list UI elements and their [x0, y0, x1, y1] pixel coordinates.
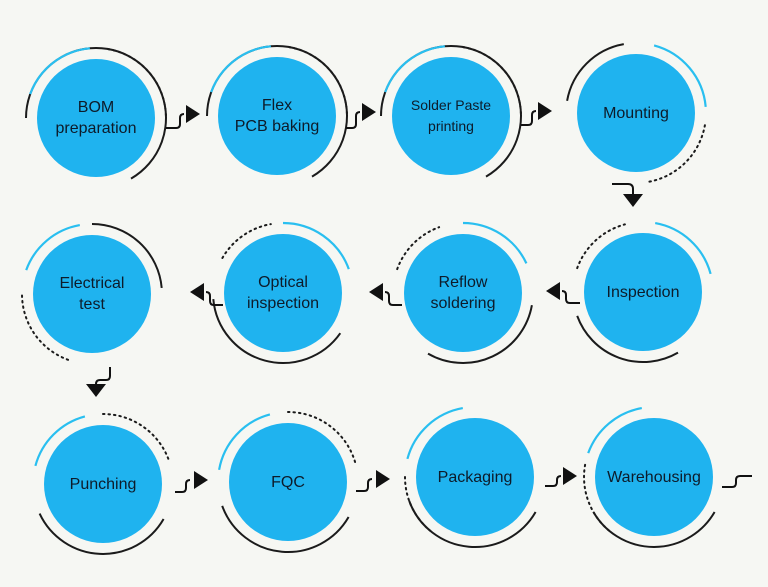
- outer-ring-dotted-arc: [404, 476, 431, 532]
- outer-ring-dotted-arc: [396, 226, 441, 271]
- step-label: Optical inspection: [246, 274, 320, 312]
- outer-ring-solid-arc: [221, 505, 350, 553]
- connector-line: [722, 475, 752, 488]
- outer-ring-dotted-arc: [576, 223, 626, 270]
- connector-line: [166, 113, 185, 129]
- arrow-left-icon: [369, 283, 383, 301]
- outer-ring-accent-arc: [25, 224, 80, 271]
- step-label: Electrical test: [59, 275, 125, 313]
- step-label: BOM preparation: [55, 99, 137, 137]
- outer-ring-solid-arc: [91, 223, 163, 288]
- outer-ring-solid-arc: [38, 513, 165, 555]
- arrow-left-icon: [546, 282, 560, 300]
- step-solder-paste-printing: Solder Paste printing: [392, 57, 510, 175]
- step-label: Solder Paste printing: [410, 97, 492, 134]
- step-inspection: Inspection: [584, 233, 702, 351]
- outer-ring-solid-arc: [576, 315, 679, 363]
- step-electrical-test: Electrical test: [33, 235, 151, 353]
- step-label: Mounting: [603, 104, 669, 122]
- connector-line: [95, 367, 111, 385]
- step-packaging: Packaging: [416, 418, 534, 536]
- arrow-right-icon: [376, 470, 390, 488]
- connector-line: [521, 110, 537, 126]
- connector-line: [205, 291, 223, 306]
- connector-line: [175, 479, 191, 493]
- step-label: Inspection: [606, 283, 680, 301]
- step-reflow-soldering: Reflow soldering: [404, 234, 522, 352]
- outer-ring-solid-arc: [212, 299, 342, 364]
- step-warehousing: Warehousing: [595, 418, 713, 536]
- arrow-down-icon: [623, 194, 643, 207]
- outer-ring-solid-arc: [592, 511, 716, 548]
- outer-ring-dotted-arc: [583, 463, 610, 532]
- outer-ring-accent-arc: [653, 44, 707, 107]
- step-label: Punching: [69, 475, 137, 493]
- connector-line: [545, 475, 562, 487]
- connector-line: [346, 111, 361, 129]
- arrow-right-icon: [538, 102, 552, 120]
- outer-ring-accent-arc: [384, 45, 445, 93]
- connector-line: [612, 183, 634, 194]
- step-label: Reflow soldering: [430, 274, 496, 312]
- outer-ring-solid-arc: [566, 43, 624, 101]
- outer-ring-dotted-arc: [221, 223, 272, 259]
- outer-ring-accent-arc: [218, 413, 271, 470]
- arrow-left-icon: [190, 283, 204, 301]
- outer-ring-accent-arc: [406, 407, 463, 460]
- arrow-right-icon: [563, 467, 577, 485]
- arrow-right-icon: [194, 471, 208, 489]
- step-label: Warehousing: [607, 468, 701, 486]
- step-flex-pcb-baking: Flex PCB baking: [218, 57, 336, 175]
- connector-line: [356, 478, 373, 492]
- outer-ring-accent-arc: [587, 407, 642, 454]
- outer-ring-accent-arc: [29, 47, 90, 95]
- arrow-right-icon: [362, 103, 376, 121]
- step-fqc: FQC: [229, 423, 347, 541]
- outer-ring-dotted-arc: [107, 48, 167, 119]
- arrow-down-icon: [86, 384, 106, 397]
- outer-ring-accent-arc: [462, 221, 528, 264]
- outer-ring-dotted-arc: [462, 46, 522, 117]
- outer-ring-accent-arc: [282, 221, 350, 270]
- step-label: Flex PCB baking: [234, 97, 320, 135]
- arrow-right-icon: [186, 105, 200, 123]
- step-punching: Punching: [44, 425, 162, 543]
- outer-ring-dotted-arc: [288, 46, 348, 117]
- outer-ring-accent-arc: [34, 415, 86, 467]
- outer-ring-dotted-arc: [287, 411, 357, 465]
- step-label: FQC: [271, 473, 305, 491]
- connector-line: [384, 291, 402, 306]
- step-label: Packaging: [437, 468, 513, 486]
- outer-ring-accent-arc: [655, 222, 712, 275]
- step-mounting: Mounting: [577, 54, 695, 172]
- step-optical-inspection: Optical inspection: [224, 234, 342, 352]
- outer-ring-accent-arc: [210, 45, 271, 93]
- outer-ring-solid-arc: [427, 305, 533, 364]
- connector-line: [561, 290, 580, 304]
- step-bom-preparation: BOM preparation: [37, 59, 155, 177]
